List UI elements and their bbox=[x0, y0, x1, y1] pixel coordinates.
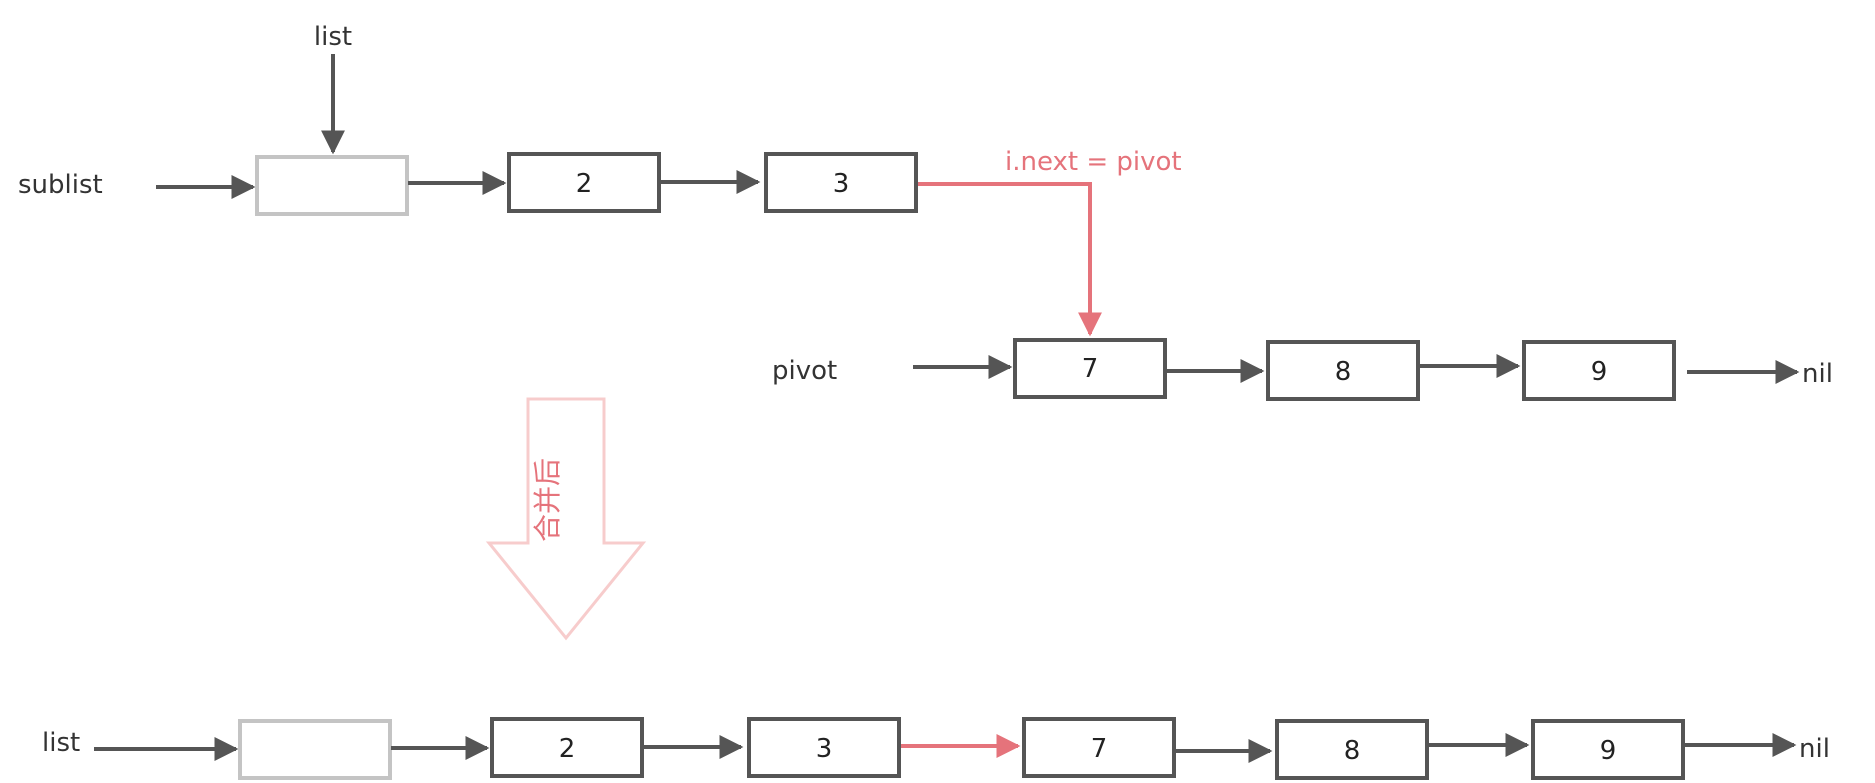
pivot-node-7 bbox=[1013, 338, 1167, 399]
pivot-label: pivot bbox=[772, 356, 837, 386]
pivot-node-8-value: 8 bbox=[1335, 357, 1352, 387]
bottom-node-9 bbox=[1531, 719, 1685, 780]
bottom-node-2-value: 2 bbox=[559, 734, 576, 764]
sublist-node-2 bbox=[507, 152, 661, 213]
bottom-node-2 bbox=[490, 717, 644, 778]
sublist-node-3 bbox=[764, 152, 918, 213]
pivot-node-9 bbox=[1522, 340, 1676, 401]
i-next-pivot-arrow bbox=[918, 182, 1102, 337]
bottom-nil-label: nil bbox=[1799, 734, 1830, 764]
sublist-dummy-node bbox=[255, 155, 409, 216]
i-next-pivot-annotation: i.next = pivot bbox=[1005, 147, 1182, 177]
merge-arrow-shape bbox=[485, 397, 647, 641]
bottom-list-label: list bbox=[42, 728, 80, 758]
bottom-node-8-value: 8 bbox=[1344, 736, 1361, 766]
pivot-node-8 bbox=[1266, 340, 1420, 401]
bottom-node-7 bbox=[1022, 717, 1176, 778]
bottom-dummy-node bbox=[238, 719, 392, 780]
top-list-label: list bbox=[314, 22, 352, 52]
merge-label: 合并后 bbox=[531, 458, 564, 542]
sublist-node-2-value: 2 bbox=[576, 169, 593, 199]
bottom-node-9-value: 9 bbox=[1600, 736, 1617, 766]
bottom-node-3-value: 3 bbox=[816, 734, 833, 764]
pivot-node-7-value: 7 bbox=[1082, 354, 1099, 384]
sublist-label: sublist bbox=[18, 170, 103, 200]
bottom-node-3 bbox=[747, 717, 901, 778]
pivot-node-9-value: 9 bbox=[1591, 357, 1608, 387]
top-nil-label: nil bbox=[1802, 359, 1833, 389]
sublist-node-3-value: 3 bbox=[833, 169, 850, 199]
bottom-node-8 bbox=[1275, 719, 1429, 780]
bottom-node-7-value: 7 bbox=[1091, 734, 1108, 764]
